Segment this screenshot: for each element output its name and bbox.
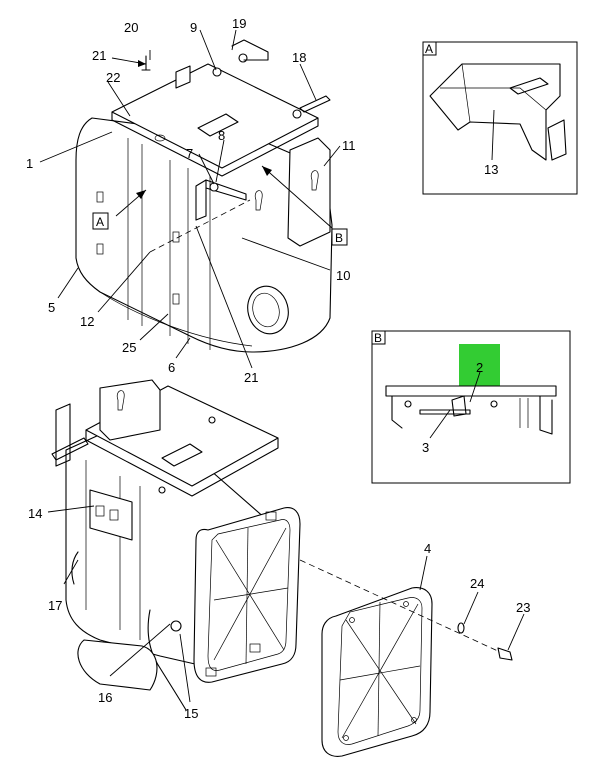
- bolt-23: [497, 647, 513, 661]
- callout-14: 14: [28, 506, 42, 521]
- callout-8: 8: [218, 128, 225, 143]
- lower-filter-assembly: [51, 379, 301, 711]
- callout-23: 23: [516, 600, 530, 615]
- callout-24: 24: [470, 576, 484, 591]
- detail-view-a: A: [422, 41, 578, 195]
- callout-17: 17: [48, 598, 62, 613]
- callout-21-top: 21: [92, 48, 106, 63]
- detail-view-b: B: [371, 330, 571, 484]
- callout-20: 20: [124, 20, 138, 35]
- callout-2: 2: [476, 360, 483, 375]
- callout-numbers: 1 2 3 4 5 6 7 8 9 10 11 12 13 14 15 16 1…: [26, 16, 530, 721]
- callout-6: 6: [168, 360, 175, 375]
- callout-21-bottom: 21: [244, 370, 258, 385]
- view-ref-b: B: [331, 228, 348, 246]
- upper-filter-assembly: [75, 39, 333, 353]
- callout-7: 7: [186, 146, 193, 161]
- callout-10: 10: [336, 268, 350, 283]
- callout-13: 13: [484, 162, 498, 177]
- callout-4: 4: [424, 541, 431, 556]
- leader-lines: [39, 29, 525, 703]
- view-ref-a-label: A: [96, 215, 104, 229]
- callout-19: 19: [232, 16, 246, 31]
- callout-11: 11: [342, 138, 356, 153]
- callout-9: 9: [190, 20, 197, 35]
- hardware-centerline: [149, 199, 251, 253]
- callout-15: 15: [184, 706, 198, 721]
- callout-16: 16: [98, 690, 112, 705]
- highlight-box: [459, 344, 500, 386]
- callout-25: 25: [122, 340, 136, 355]
- callout-12: 12: [80, 314, 94, 329]
- view-ref-a: A: [92, 212, 109, 230]
- view-ref-b-label: B: [335, 231, 343, 245]
- view-a-tag: A: [425, 42, 433, 56]
- callout-5: 5: [48, 300, 55, 315]
- arrow-heads: [136, 60, 272, 199]
- callout-18: 18: [292, 50, 306, 65]
- gasket-cover-4: [321, 587, 433, 757]
- callout-22: 22: [106, 70, 120, 85]
- callout-3: 3: [422, 440, 429, 455]
- view-b-tag: B: [374, 331, 382, 345]
- assembly-centerline: [299, 559, 501, 653]
- washer-24: [457, 622, 465, 634]
- callout-1: 1: [26, 156, 33, 171]
